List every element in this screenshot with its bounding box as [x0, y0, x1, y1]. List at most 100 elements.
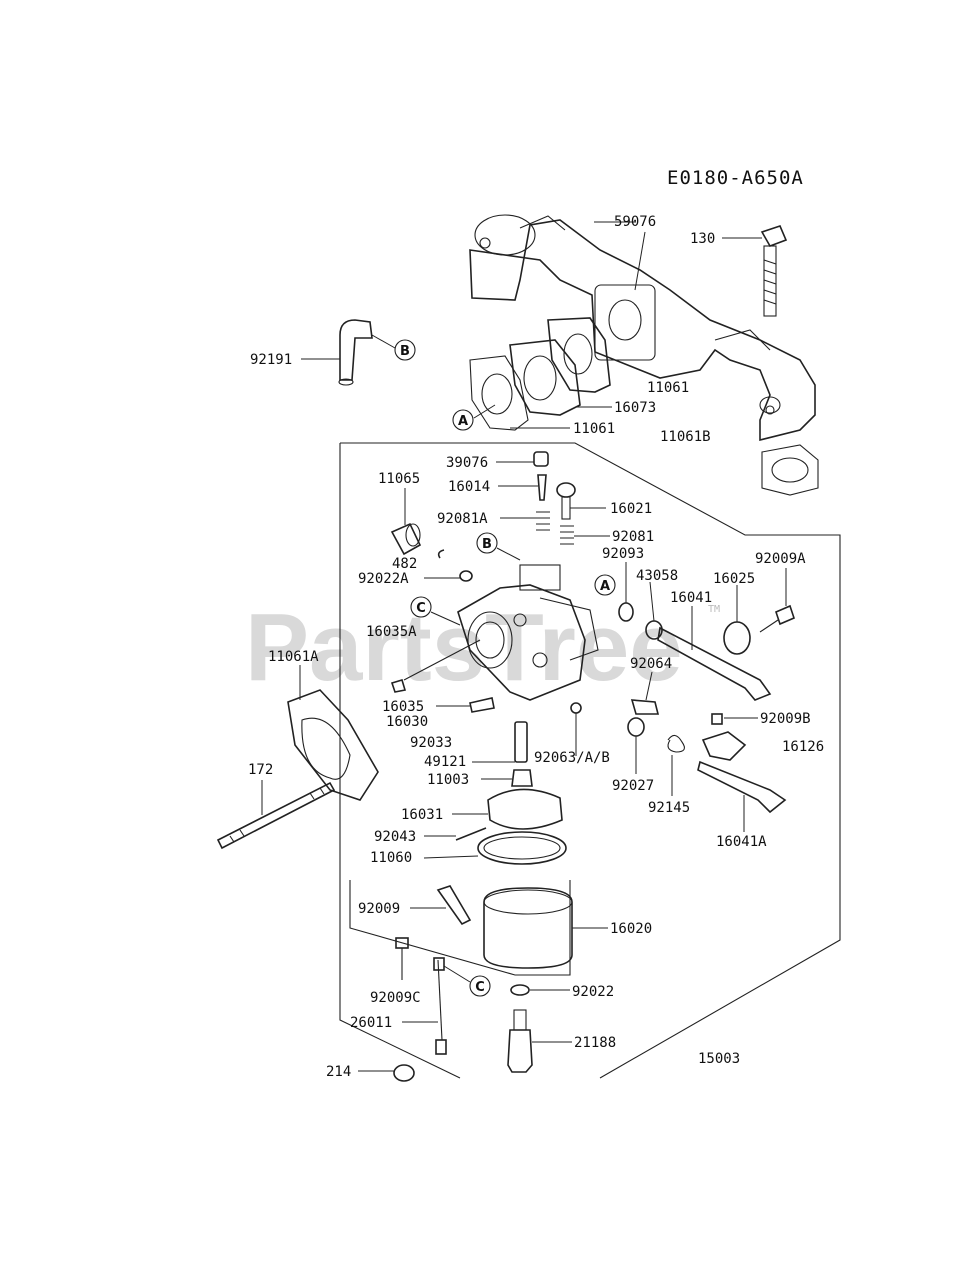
label-92064[interactable]: 92064	[630, 656, 672, 672]
label-16030[interactable]: 16030	[386, 714, 428, 730]
callout-b-body: B	[476, 532, 498, 554]
label-16126[interactable]: 16126	[782, 739, 824, 755]
screw-92009B[interactable]	[711, 713, 723, 725]
stud-172[interactable]	[216, 781, 336, 850]
label-482[interactable]: 482	[392, 556, 417, 572]
solenoid-21188[interactable]	[507, 1009, 533, 1073]
spacer-92027[interactable]	[627, 717, 645, 737]
float-valve-39076[interactable]	[533, 451, 549, 467]
label-11061A[interactable]: 11061A	[268, 649, 319, 665]
label-11065[interactable]: 11065	[378, 471, 420, 487]
label-92022[interactable]: 92022	[572, 984, 614, 1000]
pilot-screw-92064[interactable]	[630, 699, 660, 715]
plug-11065[interactable]	[390, 522, 422, 556]
carburetor-gasket-11061A[interactable]	[287, 689, 379, 801]
label-16014[interactable]: 16014	[448, 479, 490, 495]
label-16021[interactable]: 16021	[610, 501, 652, 517]
needle-jet-11003[interactable]	[511, 769, 533, 787]
float-bowl-16020[interactable]	[483, 887, 573, 969]
pilot-jet-16035A[interactable]	[403, 639, 481, 681]
label-92009[interactable]: 92009	[358, 901, 400, 917]
exhaust-manifold-59076[interactable]	[469, 214, 816, 442]
label-214[interactable]: 214	[326, 1064, 351, 1080]
choke-plate-16126[interactable]	[701, 731, 747, 761]
washer-92022[interactable]	[510, 984, 530, 996]
callout-b-hose: B	[394, 339, 416, 361]
label-15003[interactable]: 15003	[698, 1051, 740, 1067]
label-92093[interactable]: 92093	[602, 546, 644, 562]
svg-text:B: B	[482, 537, 492, 552]
label-92081[interactable]: 92081	[612, 529, 654, 545]
emulsion-tube-49121[interactable]	[514, 721, 528, 763]
screw-16021[interactable]	[556, 482, 576, 520]
carburetor-assembly-outline	[339, 442, 841, 1079]
screw-92009C[interactable]	[395, 937, 409, 980]
label-16031[interactable]: 16031	[401, 807, 443, 823]
throttle-shaft-16041[interactable]	[657, 626, 772, 701]
hose-92191[interactable]	[338, 319, 373, 386]
wire-26011[interactable]	[433, 957, 447, 1055]
screw-92009A[interactable]	[759, 604, 795, 633]
label-92033[interactable]: 92033	[410, 735, 452, 751]
label-92081A[interactable]: 92081A	[437, 511, 488, 527]
label-92063AB[interactable]: 92063/A/B	[534, 750, 610, 766]
label-11060[interactable]: 11060	[370, 850, 412, 866]
label-92009B[interactable]: 92009B	[760, 711, 811, 727]
spring-92145[interactable]	[667, 734, 685, 753]
label-26011[interactable]: 26011	[350, 1015, 392, 1031]
label-130[interactable]: 130	[690, 231, 715, 247]
callout-a-top: A	[452, 409, 474, 431]
bolt-214[interactable]	[393, 1064, 415, 1082]
label-92043[interactable]: 92043	[374, 829, 416, 845]
label-16035A[interactable]: 16035A	[366, 624, 417, 640]
label-43058[interactable]: 43058	[636, 568, 678, 584]
jet-16035[interactable]	[390, 679, 407, 693]
label-16041A[interactable]: 16041A	[716, 834, 767, 850]
label-11061B[interactable]: 11061B	[660, 429, 711, 445]
pin-92043[interactable]	[455, 827, 487, 841]
label-172[interactable]: 172	[248, 762, 273, 778]
needle-16014[interactable]	[537, 474, 547, 501]
label-92191[interactable]: 92191	[250, 352, 292, 368]
spring-92081[interactable]	[560, 525, 574, 545]
label-49121[interactable]: 49121	[424, 754, 466, 770]
label-21188[interactable]: 21188	[574, 1035, 616, 1051]
svg-text:C: C	[416, 601, 426, 616]
drain-screw-92009[interactable]	[436, 885, 472, 926]
label-92009C[interactable]: 92009C	[370, 990, 421, 1006]
svg-text:A: A	[600, 579, 610, 594]
washer-92022A[interactable]	[459, 570, 473, 582]
label-92027[interactable]: 92027	[612, 778, 654, 794]
label-16020[interactable]: 16020	[610, 921, 652, 937]
label-11003[interactable]: 11003	[427, 772, 469, 788]
choke-shaft-16041A[interactable]	[697, 760, 787, 814]
label-59076[interactable]: 59076	[614, 214, 656, 230]
label-92009A[interactable]: 92009A	[755, 551, 806, 567]
label-16025[interactable]: 16025	[713, 571, 755, 587]
label-16035[interactable]: 16035	[382, 699, 424, 715]
label-16041[interactable]: 16041	[670, 590, 712, 606]
insulator-16073[interactable]	[509, 317, 611, 416]
callout-c-wire: C	[469, 975, 491, 997]
label-11061-mid[interactable]: 11061	[573, 421, 615, 437]
svg-text:B: B	[400, 344, 410, 359]
spring-92081A[interactable]	[536, 511, 550, 531]
bolt-130[interactable]	[760, 225, 788, 317]
label-39076[interactable]: 39076	[446, 455, 488, 471]
main-jet-16030-parts[interactable]	[469, 697, 495, 713]
label-92145[interactable]: 92145	[648, 800, 690, 816]
label-11061-top[interactable]: 11061	[647, 380, 689, 396]
label-92022A[interactable]: 92022A	[358, 571, 409, 587]
washer-92063[interactable]	[570, 702, 582, 714]
gasket-11060[interactable]	[477, 831, 567, 865]
intake-gasket-11061[interactable]	[469, 355, 529, 431]
svg-text:C: C	[475, 980, 485, 995]
label-16073[interactable]: 16073	[614, 400, 656, 416]
carburetor-body[interactable]	[457, 564, 599, 701]
exhaust-gasket-11061-right[interactable]	[761, 444, 819, 496]
float-16031[interactable]	[487, 788, 563, 830]
throttle-plate-16025[interactable]	[723, 621, 751, 655]
callout-a-body: A	[594, 574, 616, 596]
clip-482[interactable]	[437, 549, 445, 559]
